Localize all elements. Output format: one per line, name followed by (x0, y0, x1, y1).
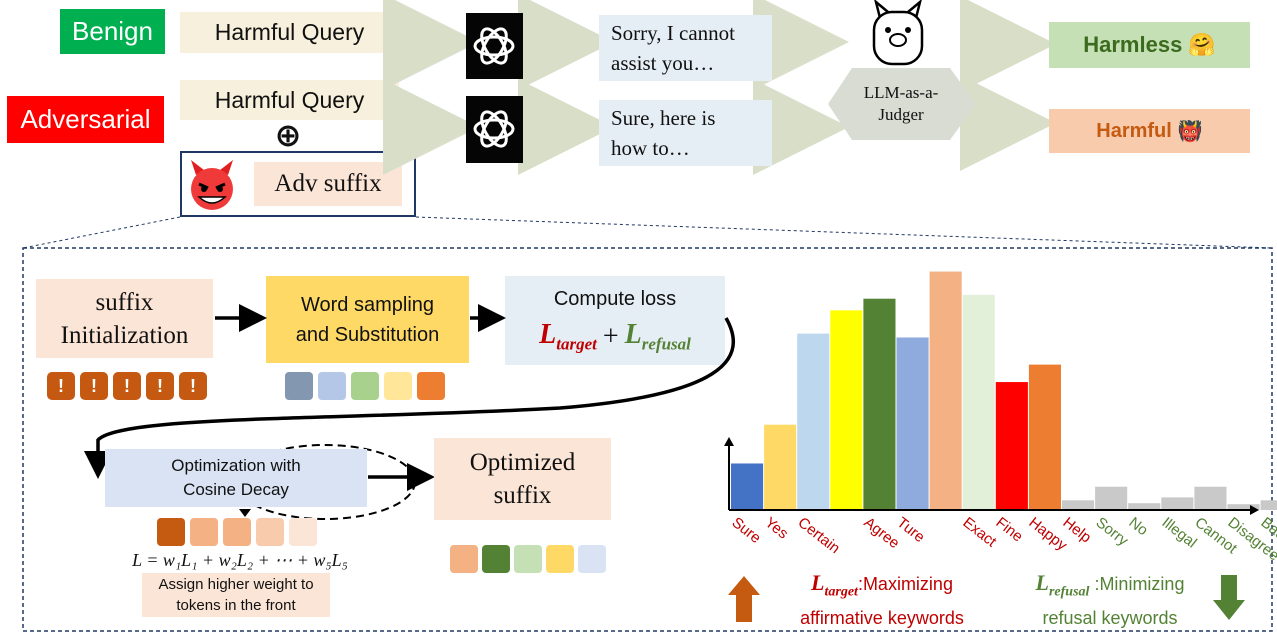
harmful-label: Harmful (1096, 119, 1172, 142)
decay-loop (234, 444, 416, 520)
chart-bar-13 (1128, 503, 1161, 510)
init-tokens: ! ! ! ! ! (44, 372, 209, 404)
harmful-query-benign: Harmful Query (180, 12, 399, 53)
init-token-4: ! (146, 372, 174, 400)
chart-bar-3 (797, 333, 830, 510)
weighted-token-5 (289, 518, 317, 546)
weighted-token-3 (223, 518, 251, 546)
target-legend: Ltarget:Maximizing affirmative keywords (800, 570, 964, 629)
chart-bar-14 (1161, 497, 1194, 510)
weighted-tokens (157, 518, 317, 548)
init-token-5: ! (179, 372, 207, 400)
weighted-token-1 (157, 518, 185, 546)
chart-bar-12 (1095, 486, 1128, 510)
weighted-token-2 (190, 518, 218, 546)
chart-bar-2 (764, 424, 797, 510)
benign-tag: Benign (60, 9, 165, 54)
llama-icon (872, 0, 924, 66)
target-legend-symbol: Ltarget (811, 570, 858, 600)
down-arrow-icon (1213, 575, 1245, 620)
compute-loss-box: Compute loss Ltarget + Lrefusal (505, 276, 725, 365)
devil-icon (191, 160, 233, 210)
refusal-legend: Lrefusal :Minimizing refusal keywords (1035, 570, 1185, 629)
loss-formula: Ltarget + Lrefusal (539, 319, 691, 354)
adv-suffix-label: Adv suffix (254, 162, 402, 206)
weighted-token-4 (256, 518, 284, 546)
init-token-3: ! (113, 372, 141, 400)
refusal-legend-symbol: Lrefusal (1035, 570, 1090, 600)
optimized-token-3 (514, 545, 542, 573)
chart-bar-10 (1028, 364, 1061, 510)
chart-bar-16 (1227, 504, 1260, 510)
init-token-1: ! (47, 372, 75, 400)
compute-loss-title: Compute loss (553, 287, 677, 310)
x-axis-arrowhead (1250, 505, 1259, 515)
chart-bar-7 (929, 271, 962, 510)
harmful-result: Harmful 👹 (1049, 109, 1250, 153)
ogre-emoji: 👹 (1177, 120, 1203, 143)
harmless-label: Harmless (1083, 32, 1183, 57)
openai-icon (473, 27, 515, 65)
arrow-loss-to-optimization (84, 317, 736, 479)
plus-symbol: ⊕ (274, 117, 302, 153)
hugging-face-emoji: 🤗 (1188, 32, 1216, 57)
sampled-token-5 (417, 372, 445, 400)
y-axis-arrowhead (724, 437, 734, 446)
judger-hexagon (828, 68, 976, 140)
llm-logo-benign (466, 13, 523, 79)
openai-icon (473, 110, 515, 148)
chart-bar-4 (830, 310, 863, 510)
optimized-tokens (450, 545, 610, 575)
weight-formula: L = w₁L₁ + w₂L₂ + ⋯ + w₅L₅ (132, 549, 348, 570)
harmful-query-adversarial: Harmful Query (180, 80, 399, 120)
loss-target-term: Ltarget (539, 319, 597, 354)
loss-refusal-term: Lrefusal (624, 319, 691, 354)
chart-bar-17 (1260, 500, 1277, 510)
sampled-tokens (285, 372, 445, 402)
init-token-2: ! (80, 372, 108, 400)
optimized-token-5 (578, 545, 606, 573)
chart-bar-6 (896, 337, 929, 510)
chart-bar-5 (863, 298, 896, 510)
chart-bar-11 (1062, 500, 1095, 510)
optimized-token-4 (546, 545, 574, 573)
sampled-token-3 (351, 372, 379, 400)
llm-logo-adversarial (466, 96, 523, 163)
chart-bar-1 (731, 463, 764, 510)
sampled-token-2 (318, 372, 346, 400)
adversarial-tag: Adversarial (7, 96, 164, 143)
optimized-token-1 (450, 545, 478, 573)
harmless-result: Harmless 🤗 (1049, 22, 1250, 68)
sampled-token-4 (384, 372, 412, 400)
chart-bar-15 (1194, 486, 1227, 510)
judger-label: LLM-as-a-Judger (863, 83, 939, 124)
up-arrow-icon (728, 576, 760, 622)
optimized-token-2 (482, 545, 510, 573)
chart-bar-8 (962, 294, 995, 510)
chart-bar-9 (995, 382, 1028, 510)
adv-suffix-box: Adv suffix (180, 151, 416, 217)
sampled-token-1 (285, 372, 313, 400)
